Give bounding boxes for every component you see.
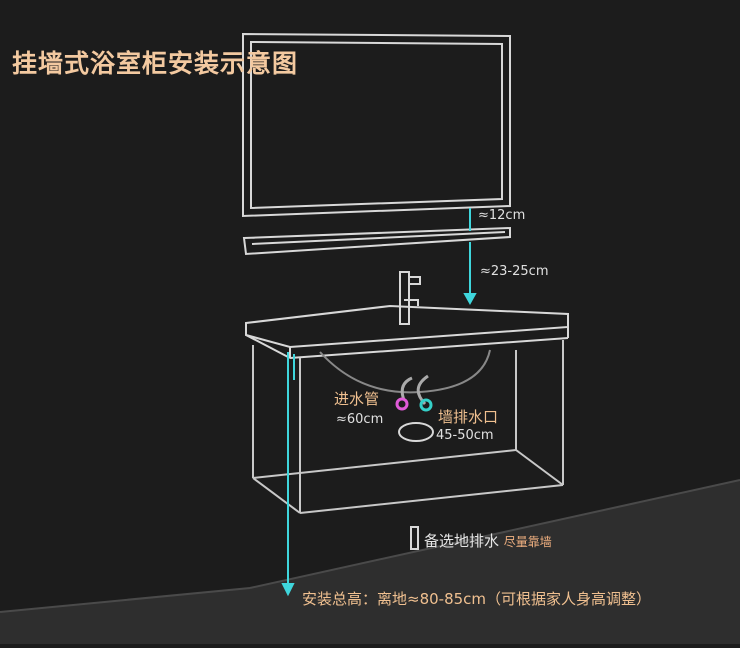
mirror [242, 32, 511, 218]
inlet-marker [395, 397, 409, 411]
countertop [245, 304, 569, 359]
cabinet [252, 340, 564, 514]
floor-drain-label: 备选地排水 尽量靠墙 [424, 530, 552, 551]
wall-floor-edge [249, 479, 740, 589]
floor-drain-text: 备选地排水 [424, 532, 500, 550]
gap-arrows [463, 208, 477, 306]
mirror-gap-label: ≈12cm [478, 208, 526, 223]
shelf-gap-label: ≈23-25cm [480, 264, 549, 279]
diagram-title: 挂墙式浴室柜安装示意图 [12, 49, 299, 78]
floor-drain-icon [410, 526, 419, 550]
floor-edge [0, 587, 251, 613]
inlet-height-label: ≈60cm [336, 412, 384, 427]
basin [319, 349, 491, 394]
drain-opening [398, 422, 434, 442]
shelf [242, 226, 511, 256]
floor-drain-note: 尽量靠墙 [503, 535, 552, 549]
total-height-label: 安装总高：离地≈80-85cm（可根据家人身高调整） [302, 590, 652, 608]
inlet-name-label: 进水管 [334, 390, 380, 408]
drain-marker [419, 398, 433, 412]
total-height-arrow [281, 352, 295, 597]
drain-height-label: 45-50cm [436, 428, 494, 443]
faucet [399, 271, 421, 325]
drain-name-label: 墙排水口 [438, 408, 499, 426]
